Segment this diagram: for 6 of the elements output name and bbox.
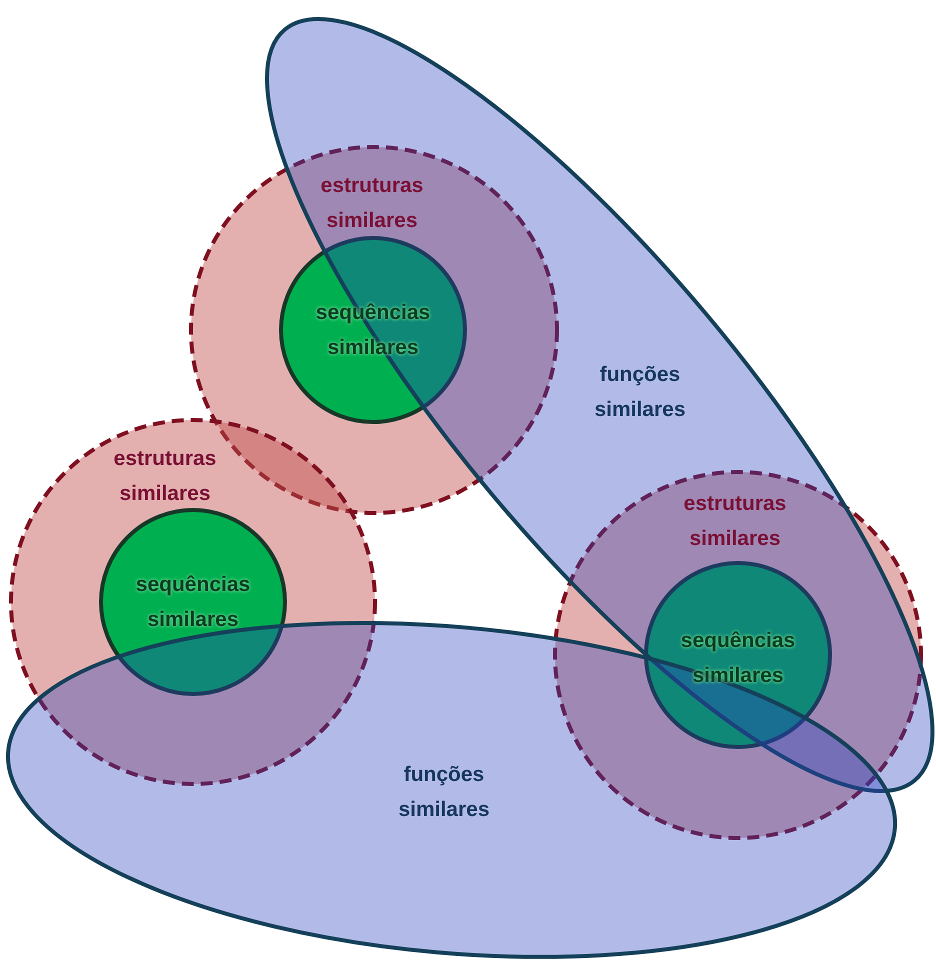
region-label: funções similares (397, 762, 491, 823)
region-label: funções similares (593, 362, 687, 423)
region-label: estruturas similares (682, 491, 788, 552)
region-label: estruturas similares (320, 173, 424, 234)
region-label: sequências similares (134, 572, 252, 633)
region-label: estruturas similares (112, 446, 218, 507)
